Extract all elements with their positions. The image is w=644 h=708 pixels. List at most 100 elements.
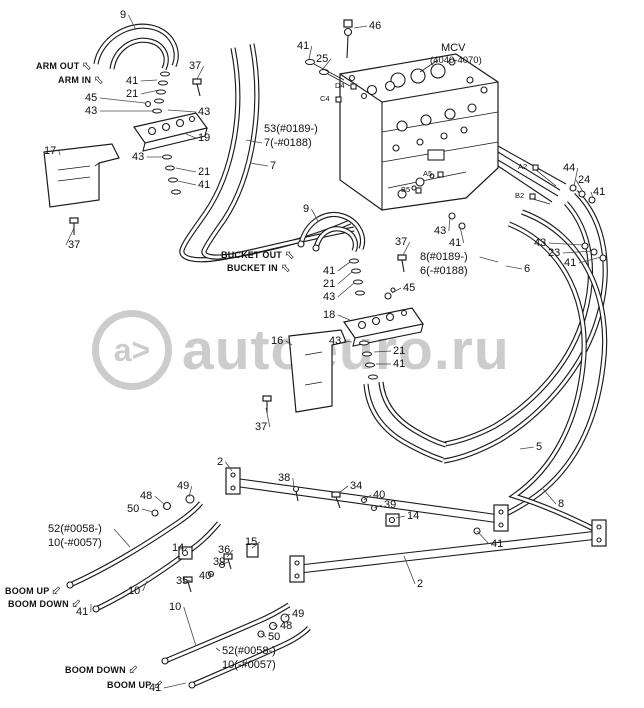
- part-callout-14: 14: [172, 542, 185, 554]
- part-callout-50: 50: [127, 503, 140, 515]
- part-callout-10: 10: [128, 585, 141, 597]
- part-callout-16: 16: [271, 335, 284, 347]
- flow-label-text: BUCKET OUT: [221, 250, 282, 260]
- part-callout-50: 50: [268, 631, 281, 643]
- flow-label-bucket-out: BUCKET OUT⇨: [221, 246, 298, 263]
- flow-label-boom-down: BOOM DOWN⇨: [65, 661, 142, 679]
- part-callout-41: 41: [149, 682, 162, 694]
- flow-arrow-icon: ⇨: [77, 57, 96, 75]
- part-callout-15: 15: [245, 536, 258, 548]
- part-callout-37: 37: [255, 421, 268, 433]
- part-callout-14: 14: [407, 510, 420, 522]
- watermark: a> autoeuro.ru: [92, 310, 510, 390]
- part-callout-21: 21: [198, 166, 211, 178]
- part-callout-37: 37: [68, 239, 81, 251]
- flow-label-text: BOOM UP: [107, 680, 152, 690]
- part-callout-9: 9: [303, 203, 310, 215]
- part-callout-2: 2: [417, 578, 424, 590]
- part-callout-43: 43: [434, 225, 447, 237]
- part-callout-21: 21: [393, 345, 406, 357]
- part-callout-10-0057: 10(-#0057): [48, 537, 102, 549]
- flow-label-bucket-in: BUCKET IN⇨: [227, 259, 294, 277]
- part-callout-17: 17: [44, 145, 57, 157]
- part-callout-37: 37: [189, 60, 202, 72]
- part-callout-35: 35: [176, 575, 189, 587]
- part-callout-2: 2: [217, 456, 224, 468]
- flow-arrow-icon: ⇨: [67, 595, 85, 613]
- part-callout-25: 25: [316, 53, 329, 65]
- part-callout-24: 24: [578, 174, 591, 186]
- part-callout-41: 41: [449, 237, 462, 249]
- part-callout-38: 38: [278, 472, 291, 484]
- part-callout-45: 45: [85, 92, 98, 104]
- part-callout-43: 43: [85, 105, 98, 117]
- part-callout-5: 5: [536, 441, 543, 453]
- part-callout-49: 49: [177, 480, 190, 492]
- flow-label-text: BOOM DOWN: [65, 665, 126, 675]
- part-callout-10: 10: [169, 601, 182, 613]
- part-callout-52-0058: 52(#0058-): [48, 523, 102, 535]
- flow-label-boom-up: BOOM UP⇨: [107, 676, 167, 693]
- part-callout-21: 21: [126, 88, 139, 100]
- part-callout-39: 39: [384, 499, 397, 511]
- part-callout-8: 8: [558, 498, 565, 510]
- port-label-b2: B2: [515, 191, 525, 200]
- part-callout-37: 37: [395, 236, 408, 248]
- part-callout-41: 41: [593, 186, 606, 198]
- part-callout-41: 41: [393, 358, 406, 370]
- part-callout-10-0057: 10(-#0057): [222, 659, 276, 671]
- flow-label-boom-up: BOOM UP⇨: [5, 582, 66, 600]
- part-callout-43: 43: [534, 237, 547, 249]
- watermark-logo: a>: [92, 310, 172, 390]
- flow-arrow-icon: ⇨: [47, 582, 66, 600]
- port-label-a2: A2: [518, 162, 528, 171]
- flow-label-text: BOOM UP: [5, 586, 50, 596]
- part-callout-52-0058: 52(#0058-): [222, 645, 276, 657]
- flow-label-text: ARM IN: [58, 75, 92, 85]
- part-callout-40: 40: [373, 489, 386, 501]
- part-callout-21: 21: [323, 278, 336, 290]
- flow-label-text: BOOM DOWN: [8, 599, 69, 609]
- part-callout-43: 43: [323, 291, 336, 303]
- part-callout-43: 43: [198, 106, 211, 118]
- part-callout-6: 6: [524, 263, 531, 275]
- part-callout-49: 49: [292, 608, 305, 620]
- part-callout-39: 39: [213, 556, 226, 568]
- part-callout-41: 41: [126, 75, 139, 87]
- flow-label-text: ARM OUT: [36, 61, 80, 71]
- port-label-d4: D4: [335, 81, 345, 90]
- flow-label-arm-in: ARM IN⇨: [58, 71, 107, 89]
- part-callout-41: 41: [76, 606, 89, 618]
- part-callout-46: 46: [369, 20, 382, 32]
- part-callout-19: 19: [198, 132, 211, 144]
- part-callout-40: 40: [199, 570, 212, 582]
- part-callout-18: 18: [323, 309, 336, 321]
- port-label-a5: A5: [423, 169, 433, 178]
- flow-arrow-icon: ⇨: [276, 259, 294, 277]
- flow-label-arm-out: ARM OUT⇨: [36, 57, 96, 75]
- part-callout-8-0189: 8(#0189-): [420, 251, 468, 263]
- part-callout-9: 9: [120, 9, 127, 21]
- part-callout-41: 41: [297, 40, 310, 52]
- flow-label-boom-down: BOOM DOWN⇨: [8, 595, 85, 613]
- part-callout-48: 48: [140, 490, 153, 502]
- port-label-c4: C4: [320, 94, 330, 103]
- part-callout-43: 43: [329, 335, 342, 347]
- part-callout-41: 41: [198, 179, 211, 191]
- flow-arrow-icon: ⇨: [89, 71, 107, 89]
- part-callout-48: 48: [280, 620, 293, 632]
- flow-arrow-icon: ⇨: [124, 661, 142, 679]
- mcv-title: MCV: [441, 42, 466, 54]
- part-callout-41: 41: [491, 538, 504, 550]
- mcv-subtitle: (4040-4070): [430, 55, 482, 66]
- part-callout-43: 43: [132, 151, 145, 163]
- part-callout-7-0188: 7(-#0188): [264, 137, 312, 149]
- part-callout-23: 23: [548, 247, 561, 259]
- part-callout-36: 36: [218, 544, 231, 556]
- part-callout-44: 44: [563, 162, 576, 174]
- part-callout-34: 34: [350, 480, 363, 492]
- flow-label-text: BUCKET IN: [227, 263, 278, 273]
